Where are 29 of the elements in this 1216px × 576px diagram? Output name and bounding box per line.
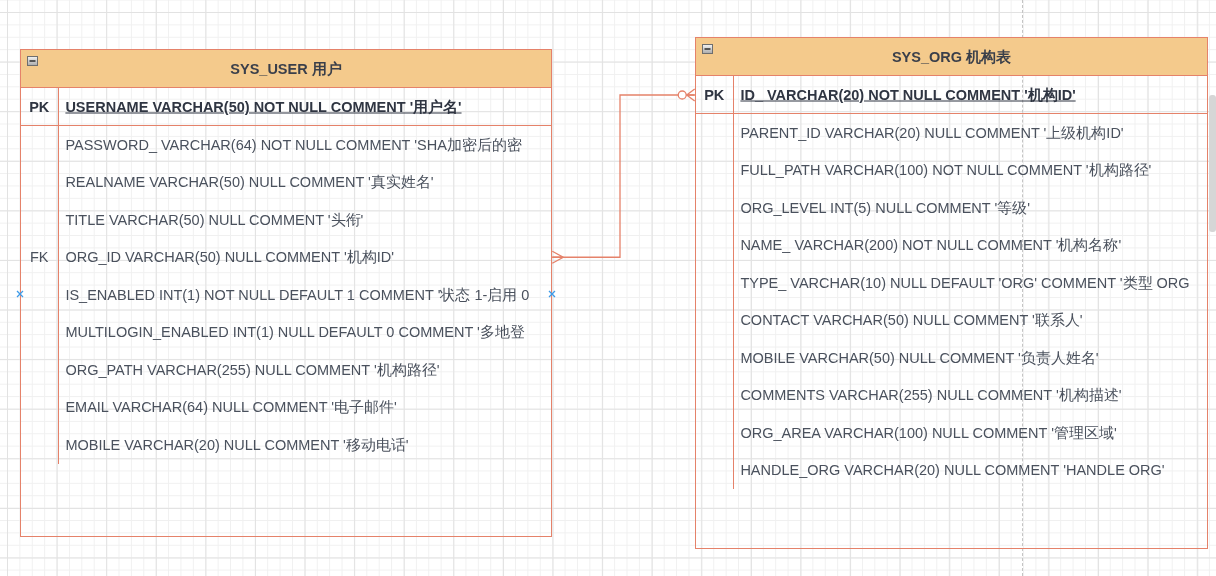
column-definition: COMMENTS VARCHAR(255) NULL COMMENT '机构描述'	[740, 386, 1122, 404]
column-definition: TITLE VARCHAR(50) NULL COMMENT '头衔'	[65, 211, 364, 229]
column-definition: REALNAME VARCHAR(50) NULL COMMENT '真实姓名'	[65, 173, 434, 191]
column-definition: ID_ VARCHAR(20) NOT NULL COMMENT '机构ID'	[740, 86, 1076, 104]
column-definition: PARENT_ID VARCHAR(20) NULL COMMENT '上级机构ID'	[740, 124, 1124, 142]
column-definition: ORG_ID VARCHAR(50) NULL COMMENT '机构ID'	[65, 248, 394, 266]
table-title: SYS_ORG 机构表	[891, 48, 1012, 65]
column-definition: TYPE_ VARCHAR(10) NULL DEFAULT 'ORG' COMMENT '类型 ORG	[740, 274, 1190, 292]
key-label: PK	[704, 86, 725, 104]
column-definition: MULTILOGIN_ENABLED INT(1) NULL DEFAULT 0 COMMENT '多地登	[65, 323, 525, 341]
column-definition: ORG_PATH VARCHAR(255) NULL COMMENT '机构路径'	[65, 361, 440, 379]
column-definition: ORG_LEVEL INT(5) NULL COMMENT '等级'	[740, 199, 1030, 217]
table-title: SYS_USER 用户	[230, 60, 342, 77]
column-definition: ORG_AREA VARCHAR(100) NULL COMMENT '管理区域'	[740, 424, 1117, 442]
entity-table	[20, 49, 552, 537]
column-definition: MOBILE VARCHAR(20) NULL COMMENT '移动电话'	[65, 436, 409, 454]
column-definition: IS_ENABLED INT(1) NOT NULL DEFAULT 1 COMMENT '状态 1-启用 0	[65, 286, 530, 304]
column-definition: EMAIL VARCHAR(64) NULL COMMENT '电子邮件'	[65, 398, 397, 416]
column-definition: NAME_ VARCHAR(200) NOT NULL COMMENT '机构名称'	[740, 236, 1122, 254]
relationship-line	[551, 88, 696, 264]
key-label: PK	[29, 98, 50, 116]
key-label: FK	[29, 248, 49, 266]
column-definition: PASSWORD_ VARCHAR(64) NOT NULL COMMENT 'SHA加密后的密	[65, 136, 522, 154]
column-definition: CONTACT VARCHAR(50) NULL COMMENT '联系人'	[740, 311, 1083, 329]
column-definition: USERNAME VARCHAR(50) NOT NULL COMMENT '用户名'	[65, 98, 462, 116]
column-definition: HANDLE_ORG VARCHAR(20) NULL COMMENT 'HANDLE ORG'	[740, 461, 1165, 479]
column-definition: MOBILE VARCHAR(50) NULL COMMENT '负责人姓名'	[740, 349, 1099, 367]
entity-table	[695, 37, 1208, 549]
column-definition: FULL_PATH VARCHAR(100) NOT NULL COMMENT '机构路径'	[740, 161, 1152, 179]
